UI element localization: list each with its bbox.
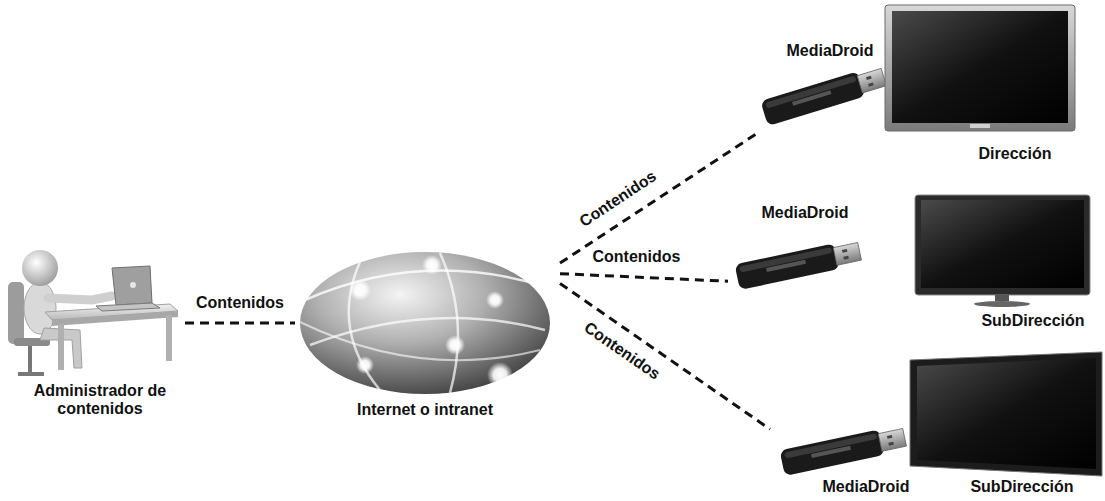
dashed-connector [185,322,295,325]
dashed-connector [560,283,770,429]
device-node: MediaDroid [728,200,885,294]
node-caption: Administrador de contenidos [33,382,167,418]
edge-label: Contenidos [194,294,286,312]
tv-screen [915,195,1090,307]
node-caption: Internet o intranet [357,401,493,419]
edge-label: Contenidos [574,166,661,232]
node-caption: MediaDroid [786,42,873,60]
node-caption: Dirección [979,145,1052,163]
device-node: Dirección [880,0,1080,168]
dashed-connector [560,132,759,263]
admin-figure [8,250,178,374]
device-node: SubDirección [900,350,1100,499]
device-node: SubDirección [905,190,1097,335]
usb-dongle [760,65,887,126]
globe [300,252,550,394]
node-caption: SubDirección [970,478,1073,496]
usb-dongle [780,425,908,476]
usb-dongle [735,239,863,290]
node-caption: MediaDroid [761,204,848,222]
node-caption: SubDirección [981,312,1084,330]
node-caption: MediaDroid [822,478,909,496]
device-node: MediaDroid [770,412,925,499]
device-node: Internet o intranet [295,250,560,425]
device-node: MediaDroid [755,40,890,132]
edge-label: Contenidos [590,248,682,266]
dashed-connector [560,274,728,282]
edge-label: Contenidos [579,317,665,384]
device-node: Administrador de contenidos [0,250,185,425]
tv-screen [885,5,1075,131]
tv-screen [910,352,1102,476]
